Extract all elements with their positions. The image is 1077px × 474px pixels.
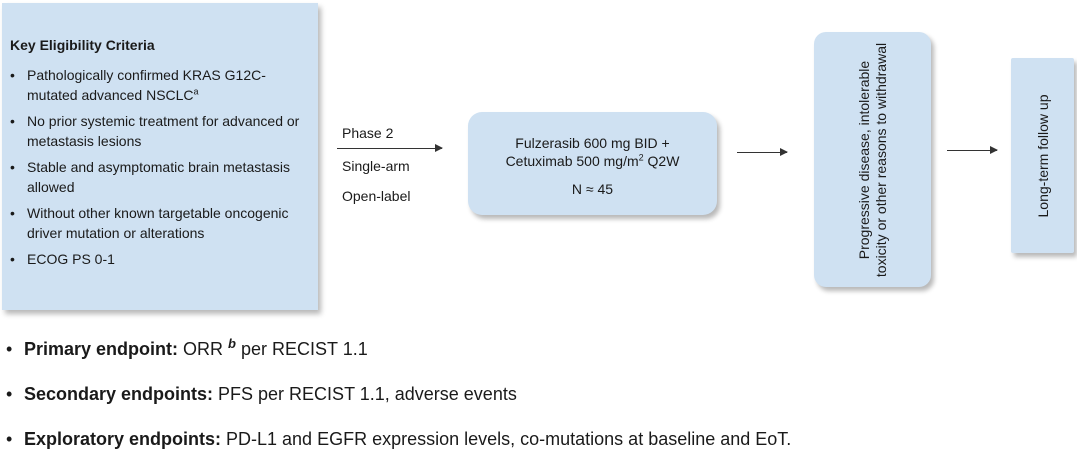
criteria-item: ECOG PS 0-1: [10, 249, 310, 269]
criteria-item-text: Pathologically confirmed KRAS G12C-mutat…: [27, 67, 266, 103]
criteria-item-text: Without other known targetable oncogenic…: [27, 205, 289, 241]
sample-size-label: N ≈ 45: [571, 181, 614, 197]
endpoint-label: Secondary endpoints:: [24, 384, 214, 404]
criteria-item: No prior systemic treatment for advanced…: [10, 111, 310, 151]
flow-arrow-treatment: [737, 148, 788, 156]
discontinuation-box: Progressive disease, intolerable toxicit…: [814, 32, 931, 287]
eligibility-criteria-box: Key Eligibility Criteria Pathologically …: [2, 3, 318, 310]
treatment-box: Fulzerasib 600 mg BID + Cetuximab 500 mg…: [468, 112, 717, 215]
endpoint-secondary: Secondary endpoints: PFS per RECIST 1.1,…: [4, 384, 791, 407]
design-blinding-label: Open-label: [342, 188, 411, 204]
eligibility-criteria-title: Key Eligibility Criteria: [10, 37, 155, 53]
endpoint-footnote-marker: b: [228, 336, 236, 351]
discontinuation-text: Progressive disease, intolerable toxicit…: [855, 42, 889, 277]
followup-box: Long-term follow up: [1011, 58, 1074, 253]
endpoint-text: PD-L1 and EGFR expression levels, co-mut…: [221, 429, 792, 449]
criteria-item-text: ECOG PS 0-1: [27, 251, 115, 267]
design-arm-label: Single-arm: [342, 158, 410, 174]
treatment-schedule-text: Q2W: [643, 153, 680, 169]
eligibility-criteria-list: Pathologically confirmed KRAS G12C-mutat…: [10, 65, 310, 275]
endpoints-list: Primary endpoint: ORR b per RECIST 1.1 S…: [4, 336, 791, 474]
endpoint-text-continued: per RECIST 1.1: [236, 339, 368, 359]
criteria-item-text: No prior systemic treatment for advanced…: [27, 113, 300, 149]
criteria-item-text: Stable and asymptomatic brain metastasis…: [27, 159, 291, 195]
endpoint-label: Primary endpoint:: [24, 339, 179, 359]
endpoint-exploratory: Exploratory endpoints: PD-L1 and EGFR ex…: [4, 429, 791, 452]
followup-text: Long-term follow up: [1034, 94, 1051, 217]
flow-arrow-enrollment: [337, 144, 443, 152]
treatment-dose-superscript: 2: [638, 152, 644, 163]
treatment-regimen-line-1: Fulzerasib 600 mg BID +: [515, 135, 670, 151]
endpoint-text: PFS per RECIST 1.1, adverse events: [213, 384, 517, 404]
criteria-item: Stable and asymptomatic brain metastasis…: [10, 157, 310, 197]
endpoint-label: Exploratory endpoints:: [24, 429, 222, 449]
endpoint-text: ORR: [178, 339, 229, 359]
flow-arrow-followup: [947, 146, 998, 154]
criteria-item: Pathologically confirmed KRAS G12C-mutat…: [10, 65, 310, 105]
criteria-footnote-marker: a: [193, 86, 199, 97]
criteria-item: Without other known targetable oncogenic…: [10, 203, 310, 243]
treatment-regimen-line-2: Cetuximab 500 mg/m2 Q2W: [468, 153, 717, 169]
endpoint-primary: Primary endpoint: ORR b per RECIST 1.1: [4, 336, 791, 362]
treatment-dose-text: Cetuximab 500 mg/m: [505, 153, 639, 169]
design-phase-label: Phase 2: [342, 125, 394, 141]
